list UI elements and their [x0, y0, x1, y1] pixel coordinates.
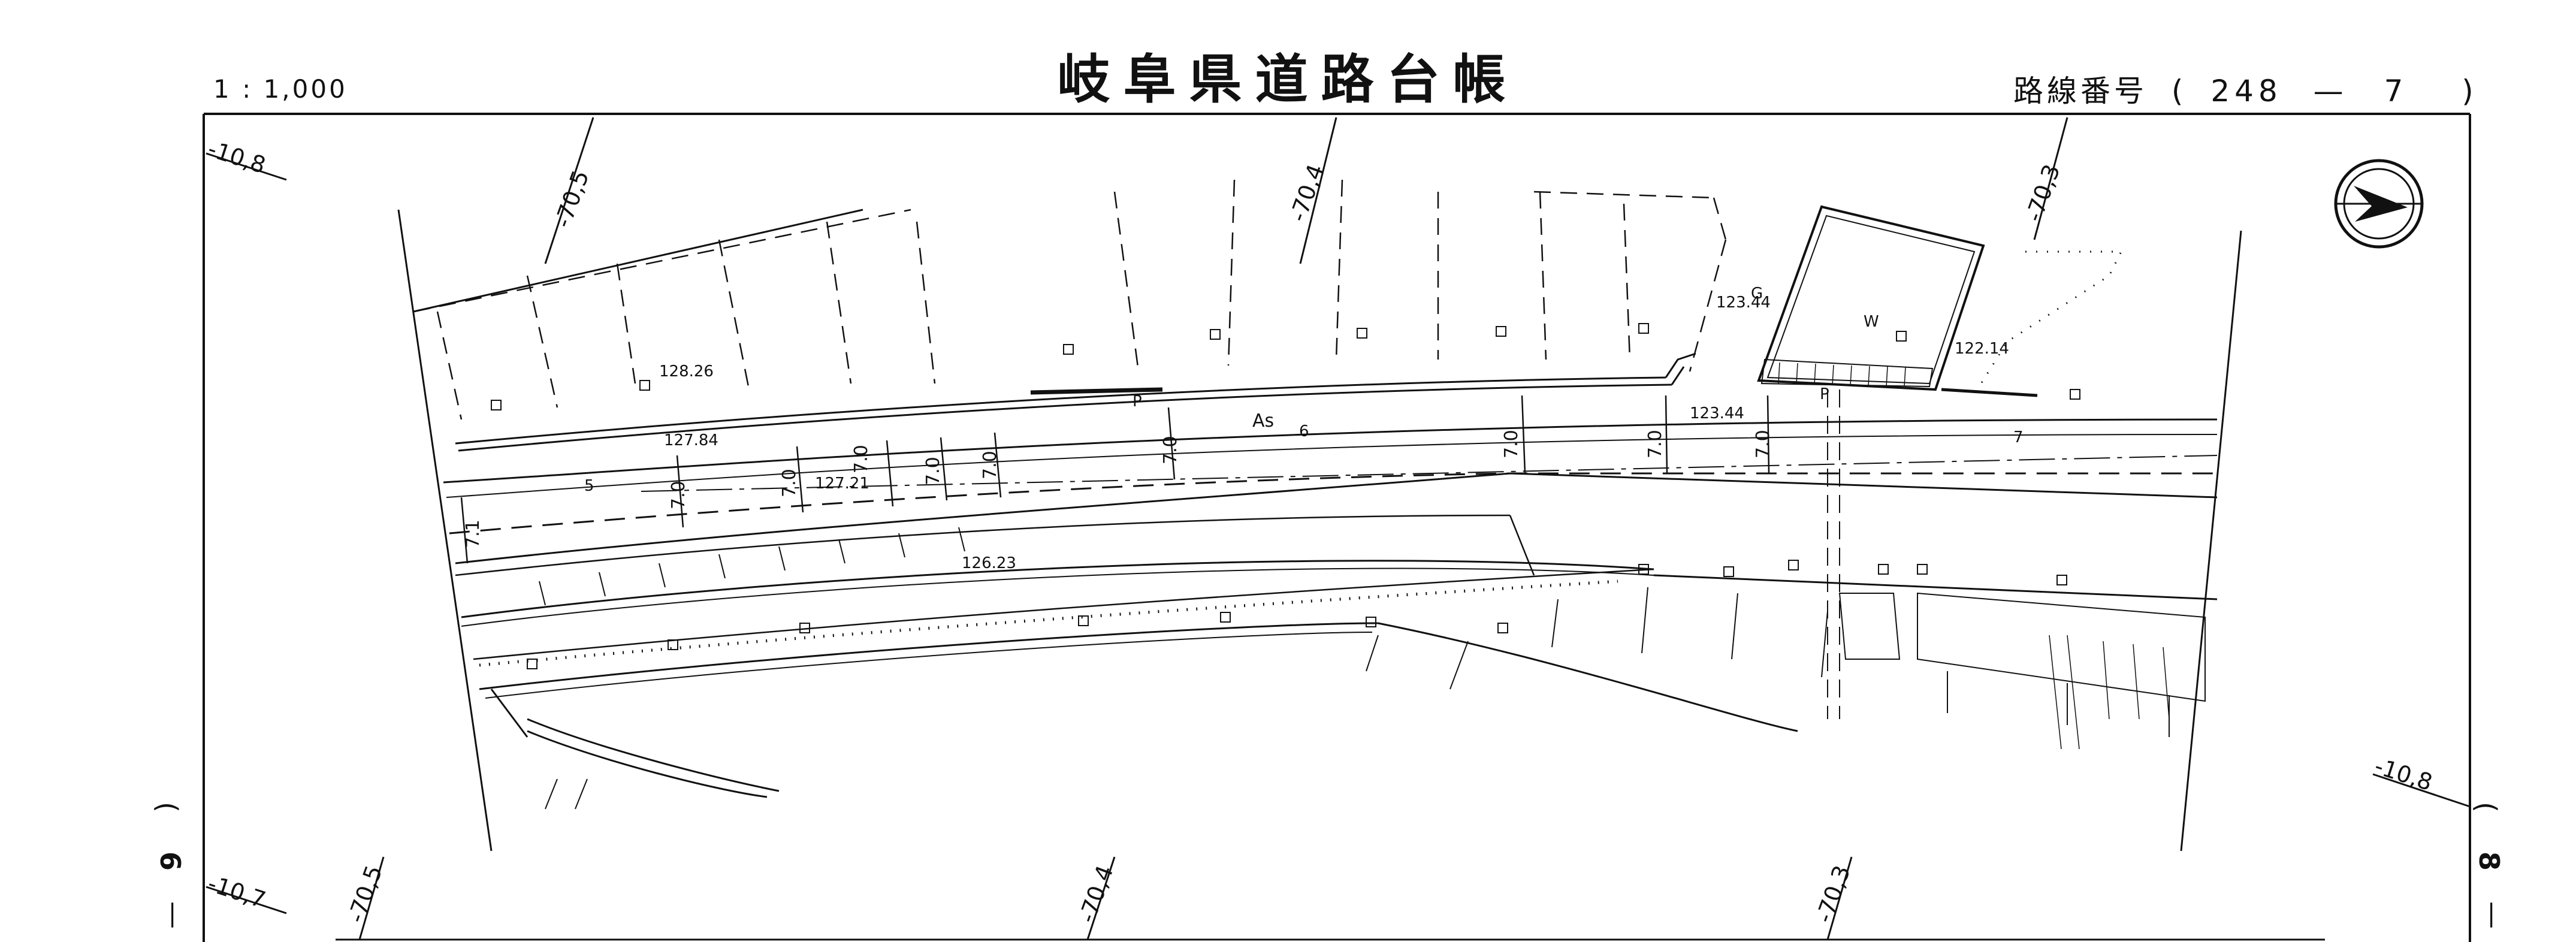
elevation-label: 126.23 — [962, 554, 1016, 572]
route-sub-number: 7 — [2384, 74, 2407, 108]
map-frame — [203, 113, 2471, 942]
benchmark-markers — [491, 323, 2080, 669]
sheet-link-left-number: 6 — [154, 851, 187, 871]
station-number: 7 — [2013, 428, 2024, 446]
road-plan — [397, 179, 2242, 852]
road-width-label: 7.0 — [923, 457, 944, 485]
sheet-link-right-paren: ( — [2469, 802, 2502, 813]
page-title: 岐阜県道路台帳 — [1057, 49, 1519, 110]
elevation-label: 128.26 — [659, 363, 714, 381]
surface-label: As — [1252, 410, 1275, 431]
road-width-label: 7.1 — [463, 520, 484, 548]
sheet-link-right-number: 8 — [2473, 851, 2506, 871]
symbol-p: P — [1133, 393, 1142, 410]
elevation-label: 123.44 — [1716, 294, 1771, 312]
grid-ticks — [206, 117, 2471, 940]
symbol-water: W — [1864, 313, 1879, 331]
road-width-label: 7.0 — [668, 481, 689, 509]
route-dash: — — [2313, 74, 2347, 108]
route-number: 路線番号 ( 248 — 7 ) — [2013, 67, 2477, 110]
route-open-paren: ( — [2171, 74, 2187, 108]
symbol-p: P — [1820, 385, 1829, 403]
road-width-label: 7.0 — [980, 451, 1001, 479]
road-width-label: 7.0 — [851, 445, 872, 473]
station-number: 5 — [584, 477, 594, 495]
road-width-label: 7.0 — [1753, 430, 1774, 458]
sheet-link-right-dash: — — [2477, 901, 2509, 929]
map-scale: 1 : 1,000 — [213, 74, 348, 104]
route-close-paren: ) — [2462, 74, 2477, 108]
route-label: 路線番号 — [2013, 74, 2148, 108]
sheet-link-left-dash: — — [158, 901, 191, 929]
road-width-label: 7.0 — [779, 469, 800, 497]
symbol-g: G — [1751, 285, 1763, 303]
north-arrow-icon — [2334, 159, 2424, 249]
road-width-label: 7.0 — [1645, 430, 1666, 458]
station-number: 6 — [1299, 422, 1309, 440]
elevation-label: 122.14 — [1955, 340, 2009, 358]
road-width-label: 7.0 — [1501, 430, 1522, 458]
sheet-link-left-paren: ( — [150, 802, 183, 813]
elevation-label: 127.84 — [664, 431, 718, 449]
elevation-label: 127.21 — [815, 475, 869, 493]
route-main-number: 248 — [2210, 74, 2282, 108]
elevation-label: 123.44 — [1690, 404, 1744, 422]
road-width-label: 7.0 — [1160, 436, 1181, 464]
